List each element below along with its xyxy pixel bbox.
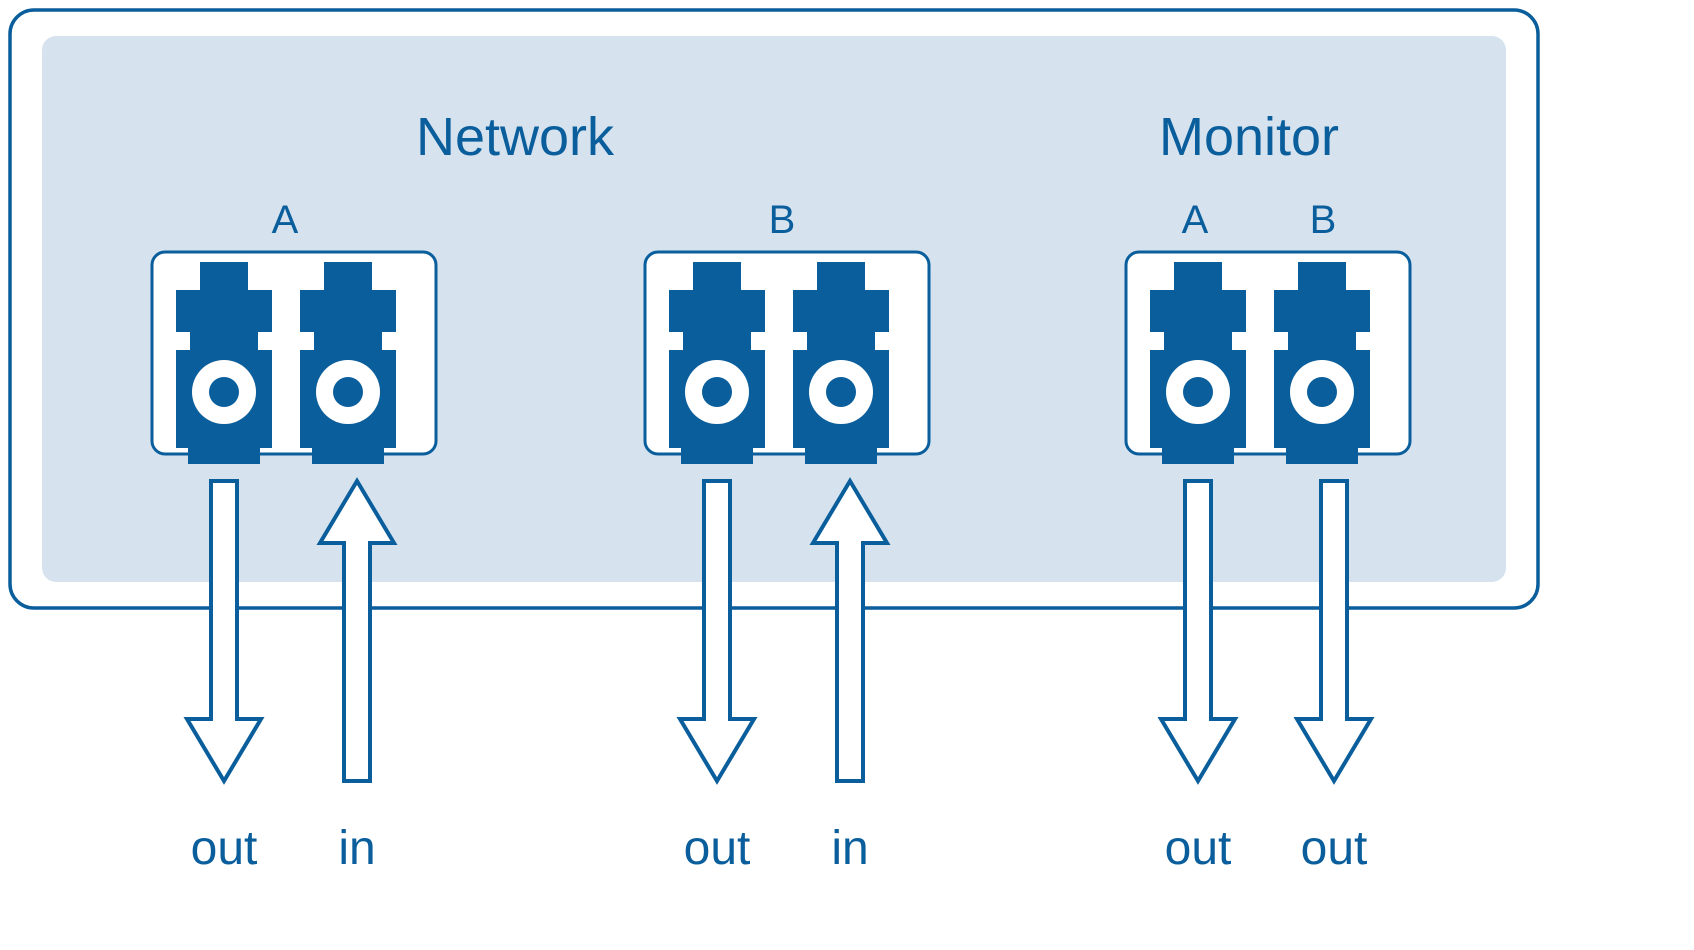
port-label-network-a: A (272, 198, 299, 242)
group-title-network: Network (416, 107, 615, 167)
flow-label-monitor-a-out: out (1165, 822, 1232, 875)
lc-connector-network-b-2 (793, 262, 889, 464)
flow-label-network-a-in: in (338, 822, 375, 875)
lc-connector-monitor-b (1274, 262, 1370, 464)
arrow-network-b-in (811, 479, 889, 783)
jack-box-network-a[interactable] (150, 250, 438, 464)
jack-box-monitor[interactable] (1124, 250, 1412, 464)
flow-label-network-b-out: out (684, 822, 751, 875)
port-label-network-b: B (769, 198, 796, 242)
lc-connector-network-a-1 (176, 262, 272, 464)
arrow-network-a-in (318, 479, 396, 783)
port-label-monitor-b: B (1310, 198, 1337, 242)
flow-label-network-b-in: in (831, 822, 868, 875)
group-title-monitor: Monitor (1159, 107, 1339, 167)
lc-connector-network-b-1 (669, 262, 765, 464)
port-label-monitor-a: A (1182, 198, 1209, 242)
flow-label-network-a-out: out (191, 822, 258, 875)
flow-label-monitor-b-out: out (1301, 822, 1368, 875)
lc-connector-monitor-a (1150, 262, 1246, 464)
lc-connector-network-a-2 (300, 262, 396, 464)
jack-box-network-b[interactable] (643, 250, 931, 464)
